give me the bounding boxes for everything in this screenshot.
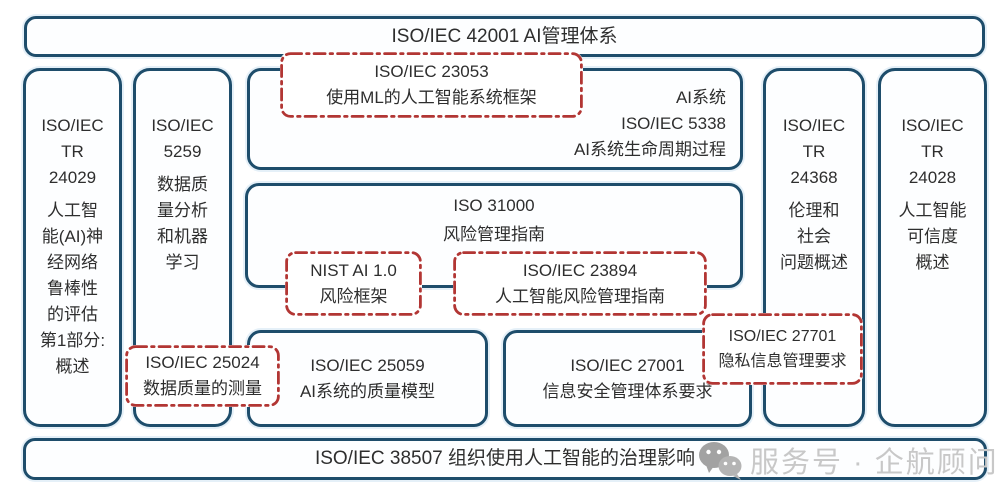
wechat-icon	[699, 441, 742, 480]
iso-25024-label: ISO/IEC 25024 数据质量的测量	[143, 353, 262, 398]
iso-tr-24028-box: ISO/IEC TR 24028 人工智能 可信度 概述	[878, 68, 987, 427]
iso-25059-label: ISO/IEC 25059 AI系统的质量模型	[299, 355, 436, 401]
iso-38507-label: ISO/IEC 38507 组织使用人工智能的治理影响	[314, 448, 696, 469]
iso-tr-24368-code: ISO/IEC TR 24368	[782, 116, 846, 187]
iso-27001-label: ISO/IEC 27001 信息安全管理体系要求	[542, 355, 713, 401]
watermark: 服务号 · 企航顾问	[697, 438, 999, 482]
iso-tr-24029-title: 人工智 能(AI)神 经网络 鲁棒性 的评估 第1部分: 概述	[39, 201, 106, 376]
iso-25024-dashed-box: ISO/IEC 25024 数据质量的测量	[125, 345, 280, 407]
iso-42001-label: ISO/IEC 42001 AI管理体系	[391, 25, 618, 47]
iso-tr-24029-code: ISO/IEC TR 24029	[41, 116, 104, 187]
iso-tr-24028-code: ISO/IEC TR 24028	[901, 116, 964, 187]
iso-23894-dashed-box: ISO/IEC 23894 人工智能风险管理指南	[453, 251, 707, 316]
iso-27701-dashed-box: ISO/IEC 27701 隐私信息管理要求	[702, 313, 863, 385]
iso-23053-label: ISO/IEC 23053 使用ML的人工智能系统框架	[326, 62, 537, 107]
iso-tr-24028-title: 人工智能 可信度 概述	[898, 201, 967, 272]
iso-27701-label: ISO/IEC 27701 隐私信息管理要求	[718, 328, 847, 370]
iso-31000-label: ISO 31000 风险管理指南	[443, 196, 545, 244]
iso-23894-label: ISO/IEC 23894 人工智能风险管理指南	[495, 260, 665, 306]
iso-5338-label: AI系统 ISO/IEC 5338 AI系统生命周期过程	[573, 88, 726, 159]
iso-5259-title: 数据质 量分析 和机器 学习	[157, 175, 208, 272]
iso-23053-dashed-box: ISO/IEC 23053 使用ML的人工智能系统框架	[280, 52, 583, 118]
iso-tr-24029-box: ISO/IEC TR 24029 人工智 能(AI)神 经网络 鲁棒性 的评估 …	[23, 68, 122, 427]
nist-ai-rmf-label: NIST AI 1.0 风险框架	[310, 260, 397, 306]
iso-38507-bar: ISO/IEC 38507 组织使用人工智能的治理影响	[23, 438, 987, 480]
watermark-text: 服务号 · 企航顾问	[750, 447, 999, 479]
iso-42001-bar: ISO/IEC 42001 AI管理体系	[24, 16, 985, 57]
iso-tr-24368-title: 伦理和 社会 问题概述	[780, 201, 848, 272]
iso-5259-code: ISO/IEC 5259	[151, 116, 214, 161]
iso-25059-box: ISO/IEC 25059 AI系统的质量模型	[247, 330, 488, 427]
nist-ai-rmf-dashed-box: NIST AI 1.0 风险框架	[285, 251, 422, 316]
